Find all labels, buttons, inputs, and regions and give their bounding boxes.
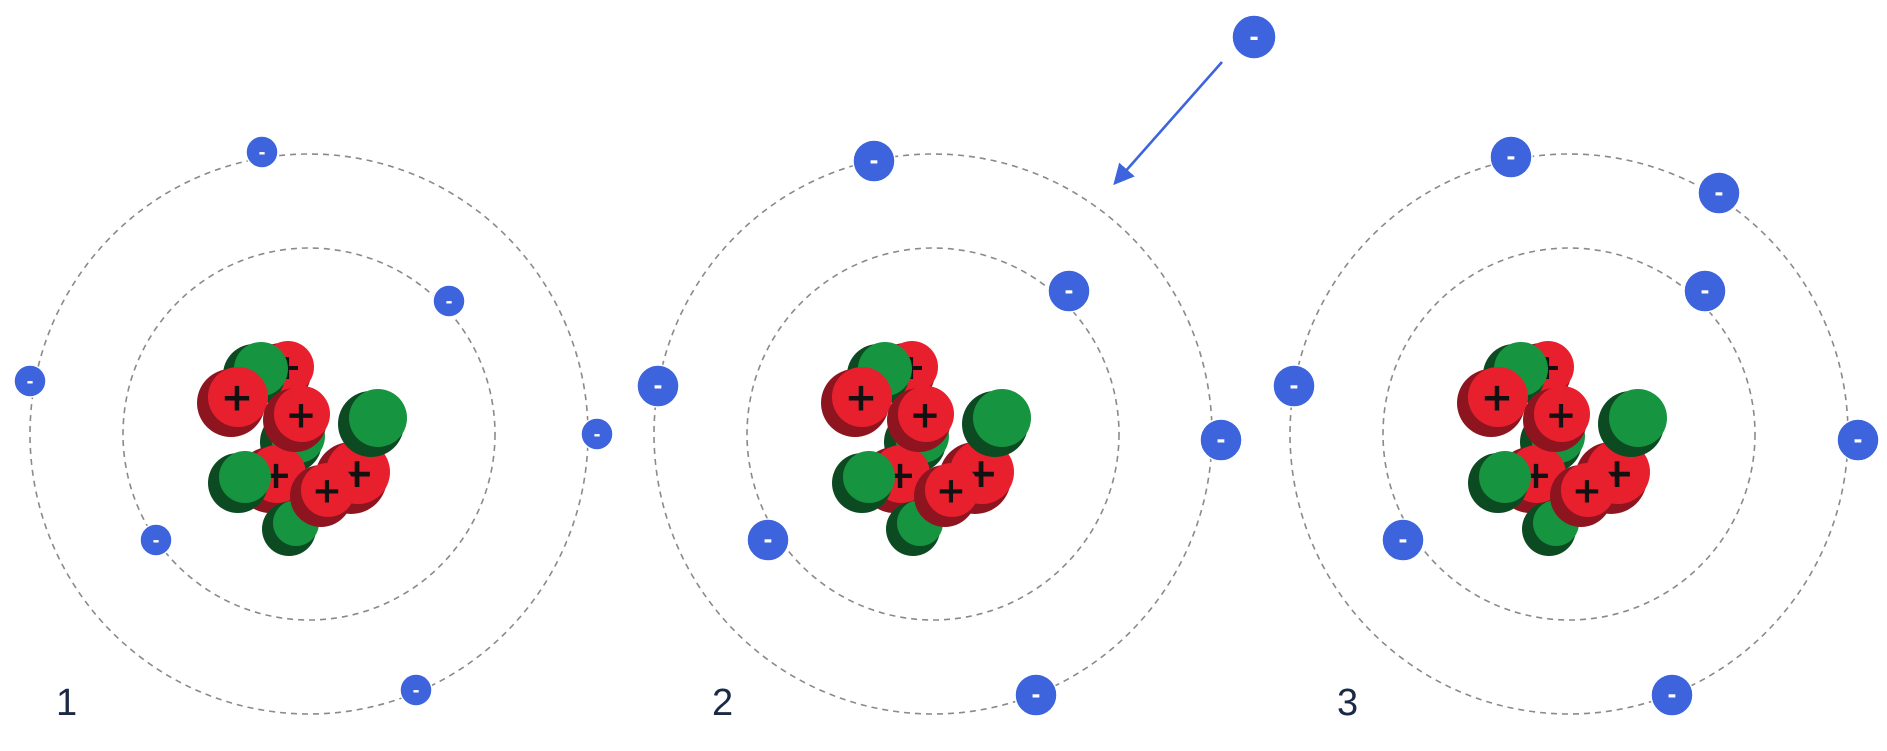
plus-sign: + — [221, 376, 254, 421]
electron: - — [139, 523, 173, 557]
electron: - — [852, 139, 896, 183]
plus-sign: + — [845, 376, 878, 421]
minus-sign: - — [1700, 280, 1709, 305]
minus-sign: - — [152, 531, 159, 551]
step-label-1: 1 — [56, 682, 78, 724]
neutron — [208, 451, 271, 513]
inner-orbit — [1382, 247, 1756, 621]
electron: - — [636, 364, 680, 408]
nucleus: ++++++ — [821, 341, 1031, 556]
electron: - — [245, 135, 279, 169]
proton: + — [887, 386, 954, 452]
minus-sign: - — [258, 143, 265, 163]
electron: - — [1650, 673, 1694, 717]
nucleus: ++++++ — [1457, 341, 1667, 556]
electrons: - - - - - - - — [1272, 135, 1880, 717]
minus-sign: - — [593, 425, 600, 445]
atom-3: ++++++------- — [1272, 135, 1880, 717]
minus-sign: - — [869, 150, 878, 175]
plus-sign: + — [1481, 376, 1514, 421]
plus-sign: + — [909, 394, 940, 437]
atom-1: ++++++------ — [13, 135, 614, 715]
minus-sign: - — [763, 529, 772, 554]
electron: - — [746, 518, 790, 562]
electrons: - - - - - - — [13, 135, 614, 707]
minus-sign: - — [1398, 529, 1407, 554]
minus-sign: - — [1506, 146, 1515, 171]
atoms-layer: ++++++------++++++------++++++------- — [13, 135, 1880, 717]
electron: - — [1047, 269, 1091, 313]
minus-sign: - — [1289, 375, 1298, 400]
electron: - — [1199, 418, 1243, 462]
electron: - — [432, 284, 466, 318]
plus-sign: + — [1572, 471, 1602, 512]
proton: + — [821, 367, 892, 437]
proton: + — [1457, 367, 1528, 437]
electrons: - - - - - - — [636, 139, 1243, 717]
arrow-icon — [1113, 61, 1223, 186]
electron: - — [1489, 135, 1533, 179]
minus-sign: - — [1853, 429, 1862, 454]
minus-sign: - — [1667, 684, 1676, 709]
atom-2: ++++++------ — [636, 139, 1243, 717]
proton: + — [914, 463, 979, 527]
electron: - — [1014, 673, 1058, 717]
minus-sign: - — [1216, 429, 1225, 454]
proton: + — [197, 367, 268, 437]
nucleus: ++++++ — [197, 341, 407, 556]
minus-sign: - — [653, 375, 662, 400]
inner-orbit — [122, 247, 496, 621]
electron: - — [1272, 364, 1316, 408]
neutron — [1468, 451, 1531, 513]
neutron — [832, 451, 895, 513]
neutron — [1598, 389, 1667, 457]
incoming-electron: - — [1231, 14, 1277, 60]
minus-sign: - — [445, 292, 452, 312]
minus-sign: - — [1031, 684, 1040, 709]
plus-sign: + — [1545, 394, 1576, 437]
proton: + — [1550, 463, 1615, 527]
electron: - — [13, 364, 47, 398]
electron: - — [1683, 269, 1727, 313]
minus-sign: - — [1714, 182, 1723, 207]
neutron — [962, 389, 1031, 457]
minus-sign: - — [412, 681, 419, 701]
electron: - — [1836, 418, 1880, 462]
plus-sign: + — [285, 394, 316, 437]
plus-sign: + — [312, 471, 342, 512]
step-label-2: 2 — [712, 682, 734, 724]
electron: - — [1697, 171, 1741, 215]
minus-sign: - — [1249, 25, 1259, 51]
minus-sign: - — [26, 372, 33, 392]
electron: - — [580, 417, 614, 451]
electron: - — [1381, 518, 1425, 562]
step-label-3: 3 — [1337, 682, 1359, 724]
proton: + — [1523, 386, 1590, 452]
incoming-electron-group: - — [1113, 14, 1277, 186]
minus-sign: - — [1064, 280, 1073, 305]
proton: + — [263, 386, 330, 452]
proton: + — [290, 463, 355, 527]
inner-orbit — [746, 247, 1120, 621]
electron: - — [399, 673, 433, 707]
neutron — [338, 389, 407, 457]
plus-sign: + — [936, 471, 966, 512]
